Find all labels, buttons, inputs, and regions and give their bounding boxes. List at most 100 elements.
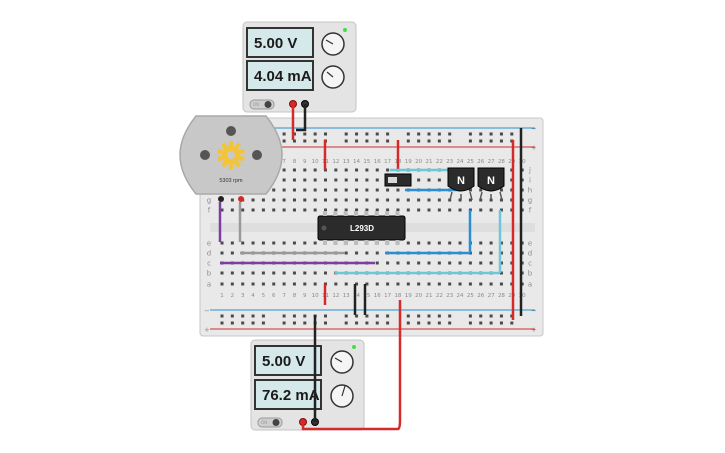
breadboard-hole[interactable] — [365, 178, 369, 182]
slide-switch[interactable] — [384, 173, 412, 187]
breadboard-hole[interactable] — [386, 188, 390, 192]
breadboard-hole[interactable] — [324, 178, 327, 182]
breadboard-hole[interactable] — [230, 208, 234, 212]
breadboard-hole[interactable] — [406, 282, 410, 286]
breadboard-hole[interactable] — [334, 168, 338, 172]
breadboard-hole[interactable] — [375, 168, 379, 172]
rail-hole[interactable] — [355, 139, 359, 143]
rail-hole[interactable] — [437, 132, 441, 136]
rail-hole[interactable] — [324, 132, 327, 136]
rail-hole[interactable] — [499, 139, 503, 143]
breadboard-hole[interactable] — [344, 178, 348, 182]
rail-hole[interactable] — [365, 139, 369, 143]
rail-hole[interactable] — [417, 139, 421, 143]
rail-hole[interactable] — [417, 132, 421, 136]
rail-hole[interactable] — [386, 139, 390, 143]
rail-hole[interactable] — [344, 139, 348, 143]
breadboard-hole[interactable] — [313, 178, 317, 182]
breadboard-hole[interactable] — [355, 282, 359, 286]
breadboard-hole[interactable] — [292, 178, 296, 182]
rail-hole[interactable] — [313, 132, 317, 136]
breadboard-hole[interactable] — [313, 241, 317, 245]
rail-hole[interactable] — [230, 314, 234, 318]
breadboard-hole[interactable] — [303, 188, 307, 192]
rail-hole[interactable] — [292, 321, 296, 325]
breadboard-hole[interactable] — [458, 241, 462, 245]
breadboard-hole[interactable] — [282, 198, 286, 202]
rail-hole[interactable] — [468, 132, 472, 136]
breadboard-hole[interactable] — [448, 208, 452, 212]
breadboard-hole[interactable] — [324, 208, 327, 212]
breadboard-hole[interactable] — [375, 178, 379, 182]
rail-hole[interactable] — [510, 132, 514, 136]
breadboard-hole[interactable] — [386, 198, 390, 202]
rail-hole[interactable] — [406, 321, 410, 325]
rail-hole[interactable] — [499, 314, 503, 318]
rail-hole[interactable] — [479, 314, 483, 318]
rail-hole[interactable] — [292, 314, 296, 318]
rail-hole[interactable] — [303, 132, 307, 136]
breadboard-hole[interactable] — [458, 208, 462, 212]
breadboard-hole[interactable] — [448, 198, 452, 202]
breadboard-hole[interactable] — [282, 188, 286, 192]
rail-hole[interactable] — [375, 321, 379, 325]
breadboard-hole[interactable] — [313, 282, 317, 286]
rail-hole[interactable] — [365, 321, 369, 325]
breadboard-hole[interactable] — [313, 208, 317, 212]
breadboard-hole[interactable] — [303, 168, 307, 172]
breadboard-hole[interactable] — [468, 198, 472, 202]
breadboard-hole[interactable] — [406, 198, 410, 202]
rail-hole[interactable] — [241, 314, 245, 318]
rail-hole[interactable] — [344, 314, 348, 318]
breadboard-hole[interactable] — [334, 198, 338, 202]
rail-hole[interactable] — [448, 132, 452, 136]
breadboard-hole[interactable] — [406, 208, 410, 212]
breadboard-hole[interactable] — [458, 261, 462, 265]
wire-bottom-supply-positive[interactable] — [301, 300, 402, 431]
breadboard-hole[interactable] — [375, 198, 379, 202]
breadboard-hole[interactable] — [479, 251, 483, 255]
rail-hole[interactable] — [448, 314, 452, 318]
rail-hole[interactable] — [282, 321, 286, 325]
rail-hole[interactable] — [355, 321, 359, 325]
motor-terminal-black[interactable] — [218, 196, 224, 202]
breadboard-hole[interactable] — [220, 282, 224, 286]
wires[interactable] — [218, 104, 523, 431]
breadboard-hole[interactable] — [499, 251, 503, 255]
breadboard-hole[interactable] — [272, 188, 276, 192]
rail-hole[interactable] — [282, 132, 286, 136]
breadboard-hole[interactable] — [396, 208, 400, 212]
breadboard-hole[interactable] — [489, 251, 493, 255]
breadboard-hole[interactable] — [355, 178, 359, 182]
power-supply-top[interactable]: 5.00 V 4.04 mA ON — [242, 21, 357, 113]
breadboard-hole[interactable] — [386, 168, 390, 172]
breadboard-hole[interactable] — [251, 208, 255, 212]
breadboard-hole[interactable] — [386, 208, 390, 212]
breadboard-hole[interactable] — [479, 208, 483, 212]
rail-hole[interactable] — [427, 132, 431, 136]
rail-hole[interactable] — [417, 321, 421, 325]
breadboard-hole[interactable] — [303, 282, 307, 286]
breadboard-hole[interactable] — [344, 251, 348, 255]
rail-hole[interactable] — [479, 321, 483, 325]
rail-hole[interactable] — [489, 139, 493, 143]
rail-hole[interactable] — [355, 314, 359, 318]
breadboard-hole[interactable] — [272, 282, 276, 286]
breadboard-hole[interactable] — [375, 251, 379, 255]
breadboard-hole[interactable] — [292, 282, 296, 286]
rail-hole[interactable] — [510, 321, 514, 325]
breadboard-hole[interactable] — [468, 188, 472, 192]
breadboard-hole[interactable] — [479, 282, 483, 286]
breadboard-hole[interactable] — [499, 282, 503, 286]
breadboard-hole[interactable] — [479, 261, 483, 265]
rail-hole[interactable] — [406, 132, 410, 136]
ic-l293d[interactable]: L293D — [317, 211, 406, 245]
breadboard-hole[interactable] — [365, 188, 369, 192]
breadboard-hole[interactable] — [303, 198, 307, 202]
rail-hole[interactable] — [375, 139, 379, 143]
breadboard-hole[interactable] — [241, 282, 245, 286]
breadboard-hole[interactable] — [292, 198, 296, 202]
rail-hole[interactable] — [427, 314, 431, 318]
breadboard-hole[interactable] — [251, 271, 255, 275]
breadboard-hole[interactable] — [458, 198, 462, 202]
